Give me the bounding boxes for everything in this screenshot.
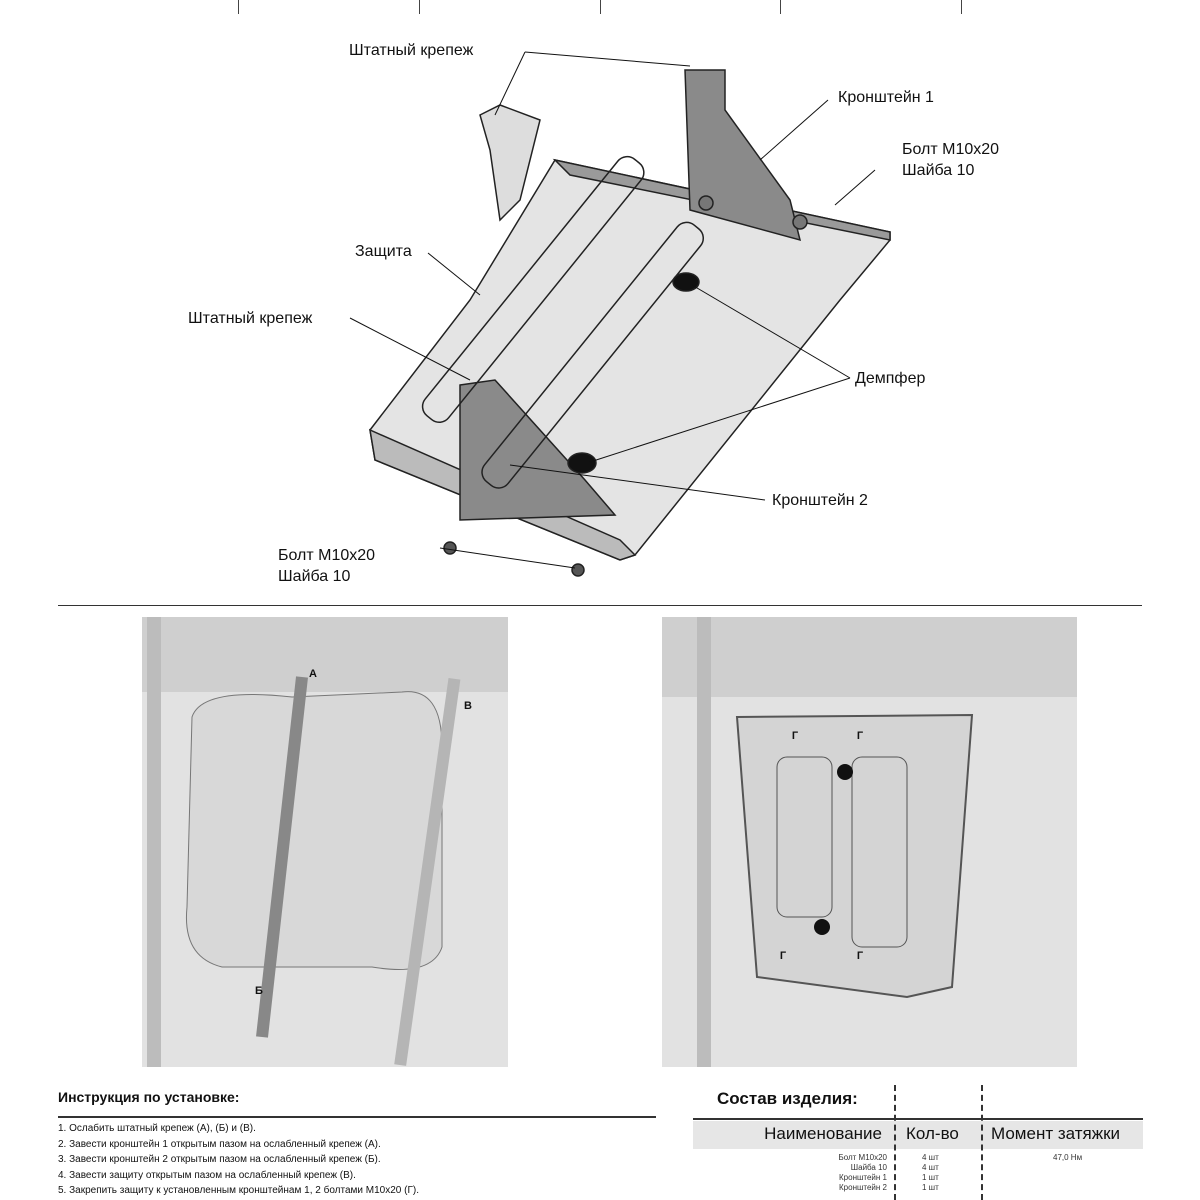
label-bracket2: Кронштейн 2 [772,492,868,509]
instruction-step: 1. Ослабить штатный крепеж (А), (Б) и (В… [58,1123,256,1134]
column-divider [981,1085,983,1200]
label-standard-fastener-mid: Штатный крепеж [188,310,313,327]
marker-A: А [309,668,317,680]
marker-G4: Г [856,950,864,962]
row-qty: 4 шт [922,1153,939,1162]
frame-tick [419,0,420,14]
header-qty: Кол-во [906,1124,959,1143]
header-name: Наименование [764,1124,882,1143]
label-bolt-bottom: Болт М10х20 [278,547,376,564]
photo-before-install [142,617,508,1067]
marker-B: Б [255,985,263,997]
column-divider [894,1085,896,1200]
row-name: Кронштейн 2 [839,1183,887,1192]
row-torque: 47,0 Нм [1053,1153,1083,1162]
slot-left [421,155,645,424]
instruction-step: 3. Завести кронштейн 2 открытым пазом на… [58,1154,381,1165]
frame-tick [961,0,962,14]
label-washer-top: Шайба 10 [902,162,975,179]
instructions-rule [58,1116,656,1118]
row-name: Кронштейн 1 [839,1173,887,1182]
bracket1 [684,69,802,242]
photo-after-install [662,617,1077,1067]
marker-G2: Г [856,730,864,742]
label-damper: Демпфер [855,370,926,387]
label-bolt-top: Болт М10х20 [902,141,1000,158]
damper-top [672,272,700,292]
label-guard: Защита [355,243,412,260]
label-standard-fastener-top: Штатный крепеж [349,42,474,59]
instruction-step: 2. Завести кронштейн 1 открытым пазом на… [58,1138,381,1150]
instructions-list: 1. Ослабить штатный крепеж (А), (Б) и (В… [58,1121,419,1199]
slot-right [481,221,704,489]
marker-G1: Г [791,730,799,742]
frame-tick [238,0,239,14]
row-name: Шайба 10 [850,1163,887,1172]
label-bracket1: Кронштейн 1 [838,89,934,106]
row-qty: 1 шт [922,1173,939,1182]
instruction-step: 4. Завести защиту открытым пазом на осла… [58,1169,356,1181]
instruction-step: 5. Закрепить защиту к установленным крон… [58,1185,419,1196]
bracket2 [459,379,617,521]
damper-bottom [567,452,597,474]
row-qty: 4 шт [922,1163,939,1172]
exploded-diagram [349,51,891,577]
marker-G3: Г [779,950,787,962]
frame-tick [780,0,781,14]
composition-header-band [693,1121,1143,1149]
section-divider [58,605,1142,606]
instructions-title: Инструкция по установке: [58,1089,240,1105]
marker-V: В [464,700,472,712]
header-torque: Момент затяжки [991,1124,1121,1143]
frame-tick [600,0,601,14]
composition-rule [693,1118,1143,1120]
composition-title: Состав изделия: [717,1089,858,1108]
label-washer-bottom: Шайба 10 [278,568,351,585]
row-qty: 1 шт [922,1183,939,1192]
row-name: Болт М10х20 [838,1153,887,1162]
